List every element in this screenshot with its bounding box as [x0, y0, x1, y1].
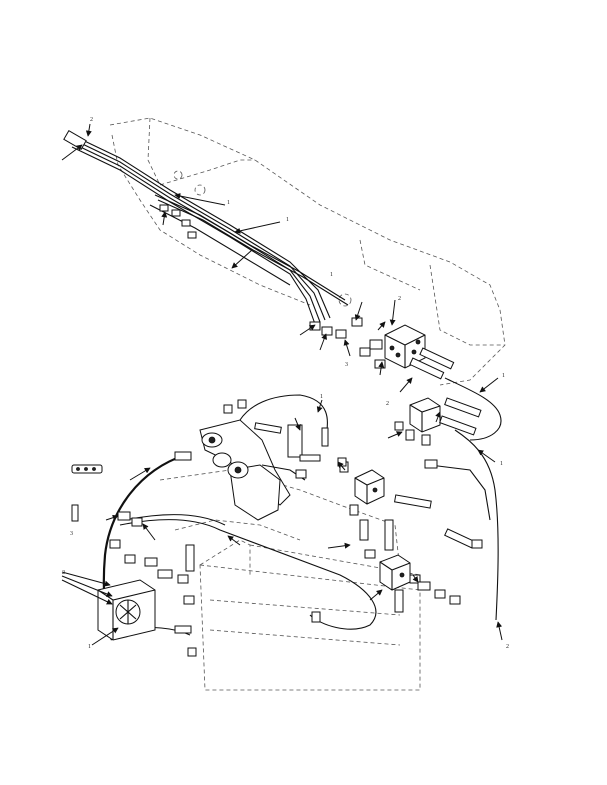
tube-bundle — [71, 134, 349, 325]
item-number: 1 — [330, 272, 333, 278]
valve-block-middle — [339, 461, 385, 541]
item-number: 1 — [320, 394, 323, 400]
item-number: 1 — [500, 461, 503, 467]
item-number: 1 — [88, 644, 91, 650]
item-number: 2 — [62, 570, 65, 576]
item-number-callouts: 2 1 1 1 1 2 2 1 1 1 2 3 2 3 — [62, 117, 509, 650]
pump-motor — [97, 579, 156, 641]
item-number: 3 — [70, 531, 73, 537]
item-number: 1 — [502, 373, 505, 379]
item-number: 3 — [345, 362, 348, 368]
cylinder-assembly — [199, 419, 306, 521]
upper-right-hoses — [409, 347, 502, 441]
valve-block-lower — [364, 549, 421, 613]
upper-boom-assembly — [61, 117, 506, 441]
upper-leader-lines — [61, 123, 499, 393]
item-number: 2 — [398, 296, 401, 302]
lower-leader-lines — [61, 399, 503, 646]
upper-fittings — [63, 129, 363, 339]
boom-outline — [109, 117, 506, 386]
frame-outline — [199, 564, 421, 691]
lower-assembly — [61, 394, 503, 691]
lower-fittings — [71, 399, 483, 657]
item-number: 2 — [386, 401, 389, 407]
valve-block-right — [394, 397, 482, 441]
item-number: 1 — [227, 200, 230, 206]
item-number: 1 — [286, 217, 289, 223]
item-number: 2 — [90, 117, 93, 123]
upper-valve-block — [359, 324, 426, 369]
item-number: 2 — [506, 644, 509, 650]
